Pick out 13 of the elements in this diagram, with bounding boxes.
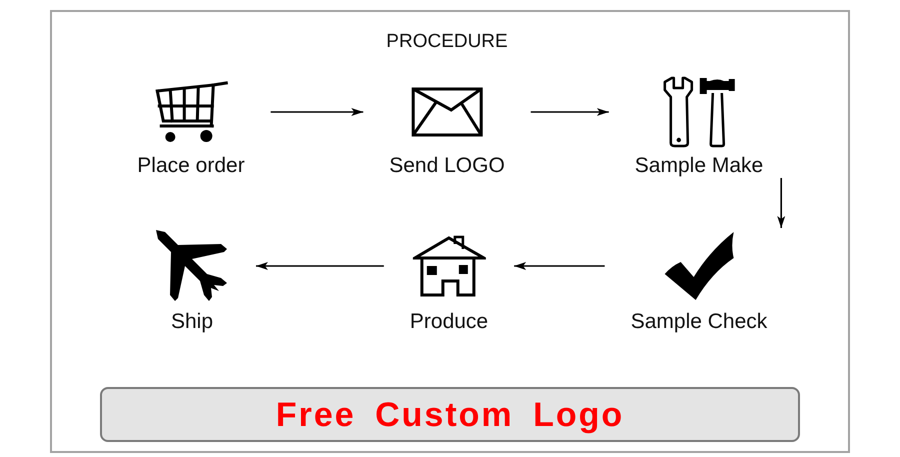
diagram-title: PROCEDURE [385,30,509,54]
step-label: Sample Make [634,154,764,178]
arrow [514,262,605,270]
arrow [256,262,384,270]
step-label: Sample Check [630,310,768,334]
step-label: Place order [137,154,245,178]
step-label: Produce [410,310,488,334]
arrow [777,178,786,228]
arrow [270,108,364,116]
promo-banner: Free Custom Logo [100,387,800,442]
step-label: Send LOGO [389,154,505,178]
arrow [530,108,609,116]
step-label: Ship [170,310,214,334]
